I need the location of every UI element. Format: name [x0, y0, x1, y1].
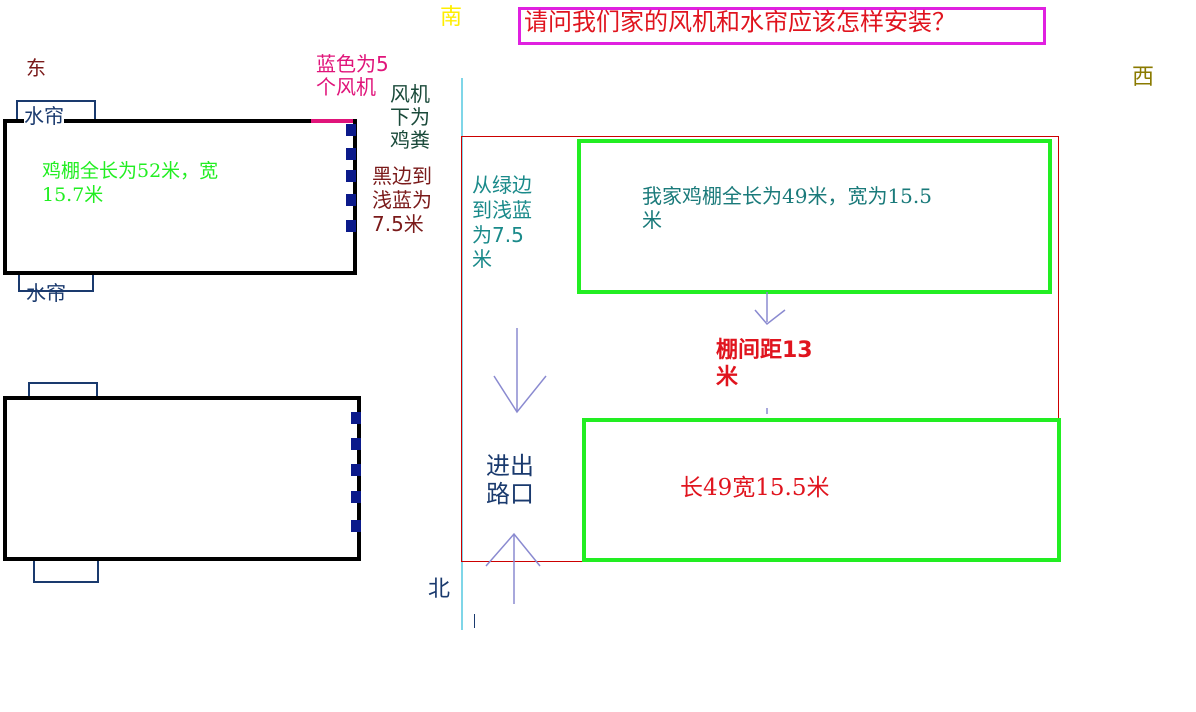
green-to-blue-line3: 为7.5	[472, 223, 524, 247]
my-shed-dims-line2: 米	[642, 208, 662, 232]
green-to-blue-line1: 从绿边	[472, 173, 532, 197]
fan-below-line2: 下为	[390, 105, 430, 129]
entrance-line1: 进出	[486, 452, 534, 480]
fan-icon	[351, 438, 361, 450]
light-blue-line	[461, 78, 463, 630]
south-label: 南	[440, 5, 463, 30]
shed2-dims: 长49宽15.5米	[680, 475, 830, 501]
shed2-box	[582, 418, 1061, 562]
green-to-blue-line4: 米	[472, 247, 492, 271]
fan-below-line1: 风机	[390, 82, 430, 106]
my-shed-box	[577, 139, 1052, 294]
entrance-line2: 路口	[486, 480, 534, 508]
down-arrow-icon	[493, 328, 547, 414]
gap-line2: 米	[716, 365, 739, 390]
small-down-arrow-icon	[754, 292, 786, 326]
fan-note-line2: 个风机	[316, 75, 376, 99]
left-shed-dims-line2: 15.7米	[42, 184, 104, 206]
left-shed-dims-line1: 鸡棚全长为52米，宽	[42, 160, 219, 182]
question-text: 请问我们家的风机和水帘应该怎样安装？	[524, 8, 956, 36]
fan-icon	[351, 520, 361, 532]
fan-icon	[346, 124, 356, 136]
fan-note-line1: 蓝色为5	[316, 52, 389, 76]
left-shed-bottom	[3, 396, 361, 561]
fan-icon	[351, 464, 361, 476]
fan-icon	[346, 220, 356, 232]
fan-line	[311, 119, 353, 123]
my-shed-dims-line1: 我家鸡棚全长为49米，宽为15.5	[642, 184, 932, 208]
fan-icon	[346, 194, 356, 206]
east-label: 东	[26, 56, 46, 80]
green-to-blue-line2: 到浅蓝	[472, 198, 532, 222]
question-box	[518, 7, 1046, 45]
fan-below-line3: 鸡粪	[390, 128, 430, 152]
gap-line1: 棚间距13	[716, 338, 813, 363]
black-edge-line3: 7.5米	[372, 212, 424, 236]
fan-icon	[346, 170, 356, 182]
curtain-bottom-tab	[18, 272, 94, 292]
north-label: 北	[428, 577, 451, 602]
west-label: 西	[1132, 65, 1155, 90]
black-edge-line2: 浅蓝为	[372, 188, 432, 212]
curtain-top-label: 水帘	[24, 104, 64, 128]
tick-mark	[474, 614, 475, 628]
fan-icon	[351, 412, 361, 424]
black-edge-line1: 黑边到	[372, 164, 432, 188]
fan-icon	[351, 491, 361, 503]
fan-icon	[346, 148, 356, 160]
curtain-bottom-label: 水帘	[26, 281, 66, 305]
up-arrow-icon	[485, 532, 541, 604]
